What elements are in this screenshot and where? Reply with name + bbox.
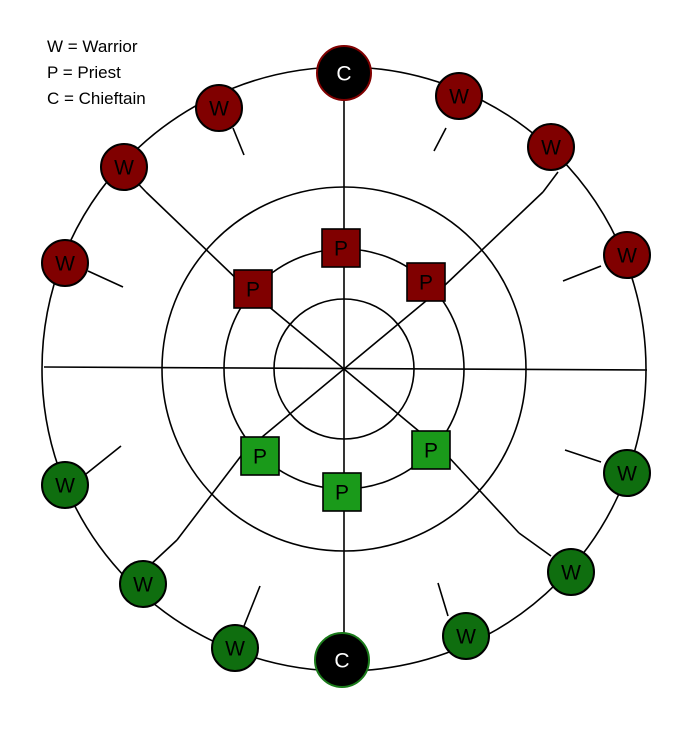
green-priest-3-shape <box>411 430 451 470</box>
green-warrior-4-label: W <box>456 626 476 649</box>
green-warrior-2: W <box>119 560 167 608</box>
green-priest-3-label: P <box>424 440 438 463</box>
green-chieftain-label: C <box>334 650 349 673</box>
red-priest-1-label: P <box>334 238 348 261</box>
green-warrior-5-shape <box>547 548 595 596</box>
board-pieces: W W W W W W W W W W W W C C P P P P P P <box>41 45 651 688</box>
red-priest-3-shape <box>406 262 446 302</box>
legend-chieftain: C = Chieftain <box>47 89 146 108</box>
green-chieftain-shape <box>314 632 370 688</box>
green-priest-2-shape <box>322 472 362 512</box>
spoke-8 <box>564 449 602 463</box>
green-priest-3: P <box>411 430 451 470</box>
green-warrior-1: W <box>41 461 89 509</box>
spoke-priest-se <box>443 451 520 534</box>
red-chieftain-label: C <box>336 63 351 86</box>
red-chieftain: C <box>316 45 372 101</box>
board-lines <box>41 66 648 672</box>
red-chieftain-shape <box>316 45 372 101</box>
spoke-priest-nw <box>145 191 245 287</box>
green-warrior-6-shape <box>603 449 651 497</box>
red-warrior-5: W <box>527 123 575 171</box>
red-warrior-1: W <box>195 84 243 132</box>
spoke-6 <box>562 265 602 282</box>
red-warrior-6: W <box>603 231 651 279</box>
green-warrior-2-shape <box>119 560 167 608</box>
diagonal-ne-sw <box>243 285 445 453</box>
legend: W = Warrior P = Priest C = Chieftain <box>47 34 146 112</box>
red-priest-1-shape <box>321 228 361 268</box>
green-warrior-5-label: W <box>561 562 581 585</box>
red-warrior-6-label: W <box>617 245 637 268</box>
red-warrior-3-shape <box>41 239 89 287</box>
legend-warrior: W = Warrior <box>47 37 138 56</box>
red-warrior-1-label: W <box>209 98 229 121</box>
spoke-12 <box>518 532 552 557</box>
green-warrior-1-shape <box>41 461 89 509</box>
green-warrior-3-label: W <box>225 638 245 661</box>
spoke-4 <box>542 171 559 193</box>
green-warrior-5: W <box>547 548 595 596</box>
red-priest-1: P <box>321 228 361 268</box>
red-warrior-2: W <box>100 143 148 191</box>
red-warrior-5-shape <box>527 123 575 171</box>
red-warrior-5-label: W <box>541 137 561 160</box>
red-warrior-2-shape <box>100 143 148 191</box>
spoke-10 <box>437 582 449 617</box>
green-warrior-6-label: W <box>617 463 637 486</box>
red-warrior-4-shape <box>435 72 483 120</box>
green-warrior-4-shape <box>442 612 490 660</box>
spoke-2 <box>433 127 447 152</box>
red-warrior-6-shape <box>603 231 651 279</box>
green-priest-1: P <box>240 436 280 476</box>
green-warrior-3: W <box>211 624 259 672</box>
red-priest-3-label: P <box>419 272 433 295</box>
red-priest-2: P <box>233 269 273 309</box>
spoke-priest-ne <box>443 191 544 287</box>
spoke-1 <box>232 127 245 156</box>
red-warrior-3-label: W <box>55 253 75 276</box>
green-warrior-4: W <box>442 612 490 660</box>
green-priest-2: P <box>322 472 362 512</box>
red-priest-2-shape <box>233 269 273 309</box>
green-warrior-2-label: W <box>133 574 153 597</box>
green-warrior-3-shape <box>211 624 259 672</box>
green-priest-2-label: P <box>335 482 349 505</box>
red-warrior-1-shape <box>195 84 243 132</box>
red-priest-2-label: P <box>246 279 260 302</box>
legend-priest: P = Priest <box>47 63 121 82</box>
green-priest-1-label: P <box>253 446 267 469</box>
spoke-priest-sw <box>176 451 245 541</box>
red-warrior-4-label: W <box>449 86 469 109</box>
spoke-9 <box>243 585 261 627</box>
green-warrior-1-label: W <box>55 475 75 498</box>
spoke-5 <box>87 270 124 288</box>
green-warrior-6: W <box>603 449 651 497</box>
red-priest-3: P <box>406 262 446 302</box>
red-warrior-2-label: W <box>114 157 134 180</box>
red-warrior-4: W <box>435 72 483 120</box>
red-warrior-3: W <box>41 239 89 287</box>
green-priest-1-shape <box>240 436 280 476</box>
spoke-7 <box>85 445 122 475</box>
green-chieftain: C <box>314 632 370 688</box>
